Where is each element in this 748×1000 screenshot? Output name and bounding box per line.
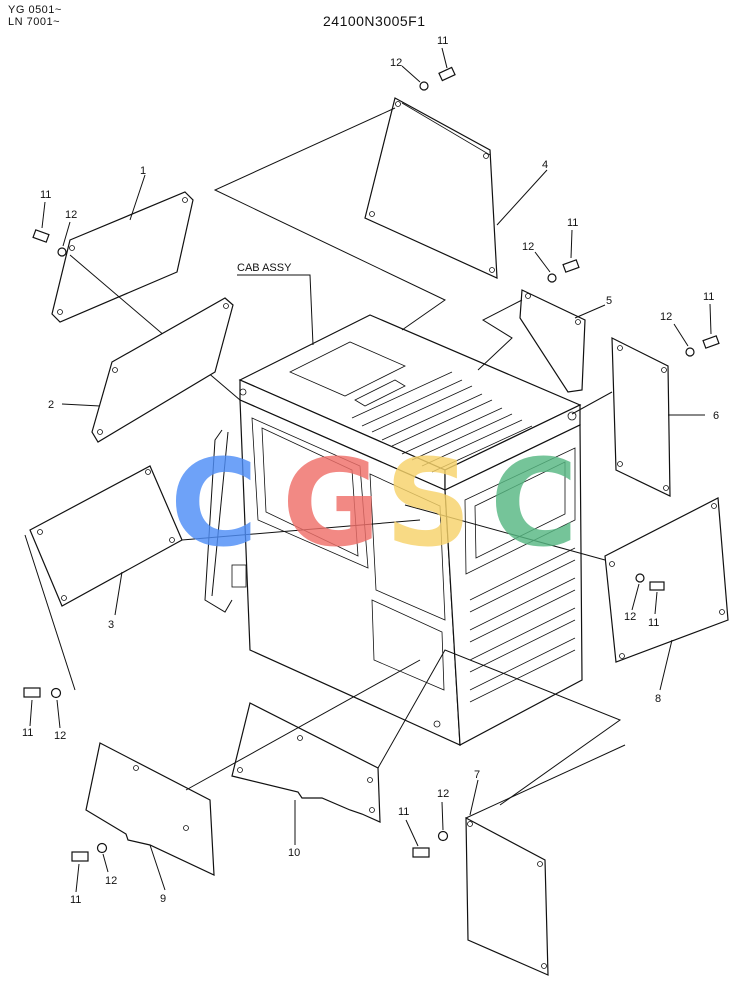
watermark-letter-g: G — [282, 435, 381, 574]
bolt-icon — [23, 687, 41, 698]
svg-text:11: 11 — [703, 291, 714, 303]
bolt-icon — [412, 847, 430, 858]
washer-icon — [57, 247, 67, 257]
cab-door-window — [369, 473, 446, 621]
washer-icon — [437, 830, 449, 842]
svg-text:10: 10 — [288, 847, 300, 859]
watermark-letter-s: S — [385, 435, 471, 574]
watermark-letter-c: C — [170, 435, 258, 574]
svg-text:12: 12 — [624, 611, 636, 623]
svg-text:12: 12 — [437, 788, 449, 800]
svg-text:11: 11 — [70, 894, 81, 906]
cab-corner-fitting — [239, 388, 247, 396]
svg-text:7: 7 — [474, 769, 480, 781]
svg-text:12: 12 — [65, 209, 77, 221]
svg-text:3: 3 — [108, 619, 114, 631]
watermark-logo: C G S C — [170, 435, 578, 574]
svg-text:2: 2 — [48, 399, 54, 411]
svg-text:9: 9 — [160, 893, 166, 905]
bolt-icon — [438, 66, 456, 82]
drawing-number: 24100N3005F1 — [323, 13, 426, 29]
cab-handrail-inner — [211, 431, 229, 597]
panel-3: 3 — [24, 465, 421, 691]
panel-7: 7 — [465, 744, 626, 976]
panel-5: 5 — [477, 289, 612, 393]
panel-8: 8 — [404, 497, 729, 705]
washer-icon — [50, 687, 62, 699]
svg-text:12: 12 — [390, 57, 402, 69]
bolt-icon — [702, 335, 720, 349]
svg-text:12: 12 — [105, 875, 117, 887]
cab-handrail — [204, 429, 233, 613]
washer-icon — [419, 81, 429, 91]
cab-assembly: CAB ASSY — [204, 262, 583, 746]
bolt-icon — [32, 229, 50, 243]
svg-text:11: 11 — [40, 189, 51, 201]
bolt-icon — [71, 851, 89, 862]
cab-assy-label: CAB ASSY — [237, 262, 292, 274]
cab-roof-ribs — [351, 371, 533, 473]
svg-text:11: 11 — [648, 617, 659, 629]
svg-text:5: 5 — [606, 295, 612, 307]
washer-icon — [635, 573, 645, 583]
svg-text:11: 11 — [437, 35, 448, 47]
cab-front-window-inner — [261, 427, 359, 557]
cab-front-window — [251, 417, 369, 569]
cab-side-face — [444, 424, 583, 746]
serial-range-2: LN 7001~ — [8, 16, 61, 28]
bolt-icon — [562, 259, 580, 273]
cab-side-louvres — [469, 547, 576, 703]
svg-text:1: 1 — [140, 165, 146, 177]
cab-corner-fitting — [567, 411, 577, 421]
cab-door-handle — [231, 564, 247, 588]
watermark-letter-c2: C — [490, 435, 578, 574]
washer-icon — [685, 347, 695, 357]
panel-4: 4 — [213, 97, 548, 331]
svg-text:11: 11 — [398, 806, 409, 818]
panel-9: 9 — [85, 659, 421, 905]
panel-10: 10 — [231, 649, 622, 859]
svg-text:8: 8 — [655, 693, 661, 705]
cab-side-window-inner — [474, 461, 566, 559]
cab-side-window — [464, 447, 576, 575]
panel-6: 6 — [571, 337, 719, 497]
svg-text:6: 6 — [713, 410, 719, 422]
svg-text:12: 12 — [54, 730, 66, 742]
fasteners: 11 12 11 12 11 12 11 12 12 11 — [22, 35, 720, 906]
panel-2: 2 — [48, 297, 234, 443]
cab-skylight-latch — [354, 379, 406, 407]
cab-assy-leader — [237, 274, 314, 346]
svg-text:12: 12 — [522, 241, 534, 253]
bolt-icon — [649, 581, 665, 591]
panel-1: 1 — [51, 165, 241, 401]
cab-rivet — [433, 720, 441, 728]
svg-text:4: 4 — [542, 159, 548, 171]
serial-range-1: YG 0501~ — [8, 4, 62, 16]
svg-text:11: 11 — [567, 217, 578, 229]
cab-skylight — [289, 341, 406, 397]
washer-icon — [547, 273, 557, 283]
cab-door-lower — [371, 599, 445, 691]
washer-icon — [96, 842, 108, 854]
svg-text:12: 12 — [660, 311, 672, 323]
svg-text:11: 11 — [22, 727, 33, 739]
